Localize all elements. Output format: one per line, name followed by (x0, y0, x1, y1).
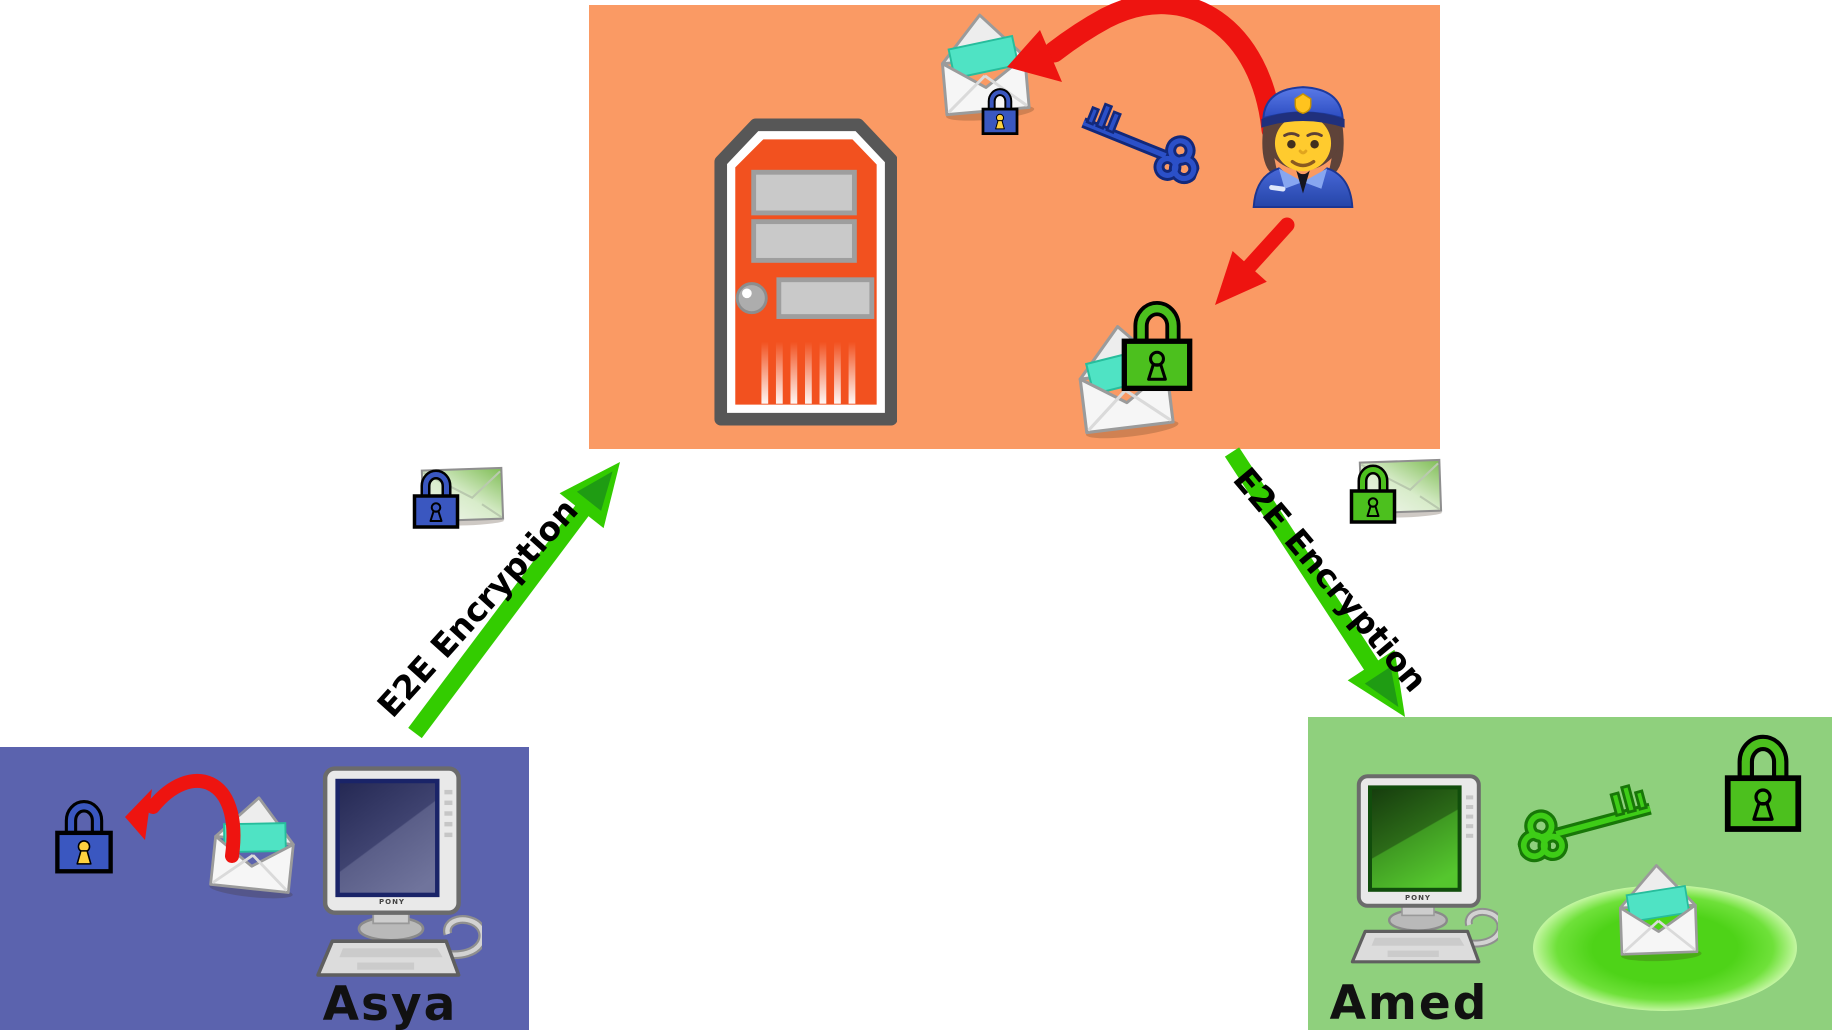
asya-encrypt-arrow (125, 774, 241, 863)
red-decrypt-arrow (1215, 217, 1295, 305)
asya-blue-padlock-icon (53, 792, 115, 875)
amed-computer-icon (1338, 765, 1498, 977)
green-padlock-on-envelope-icon (1119, 291, 1195, 393)
amed-name-label: Amed (1329, 976, 1489, 1031)
police-officer-icon (1251, 85, 1355, 209)
green-lock-badge-icon-right (1348, 458, 1398, 525)
asya-computer-icon (300, 765, 482, 983)
server-tower-icon (713, 117, 897, 427)
asya-monitor-brand-label: PONY (378, 898, 405, 906)
amed-envelope-icon (1616, 862, 1704, 964)
e2e-arrow-asya-to-server (408, 462, 620, 739)
asya-name-label: Asya (322, 977, 458, 1032)
e2e-arrow-server-to-amed (1224, 447, 1405, 717)
amed-monitor-brand-label: PONY (1404, 894, 1431, 902)
amed-green-padlock-icon (1722, 724, 1804, 834)
blue-padlock-on-envelope-icon (980, 83, 1020, 136)
blue-lock-badge-icon-left (411, 463, 461, 530)
red-intercept-arrow (1007, 0, 1283, 141)
